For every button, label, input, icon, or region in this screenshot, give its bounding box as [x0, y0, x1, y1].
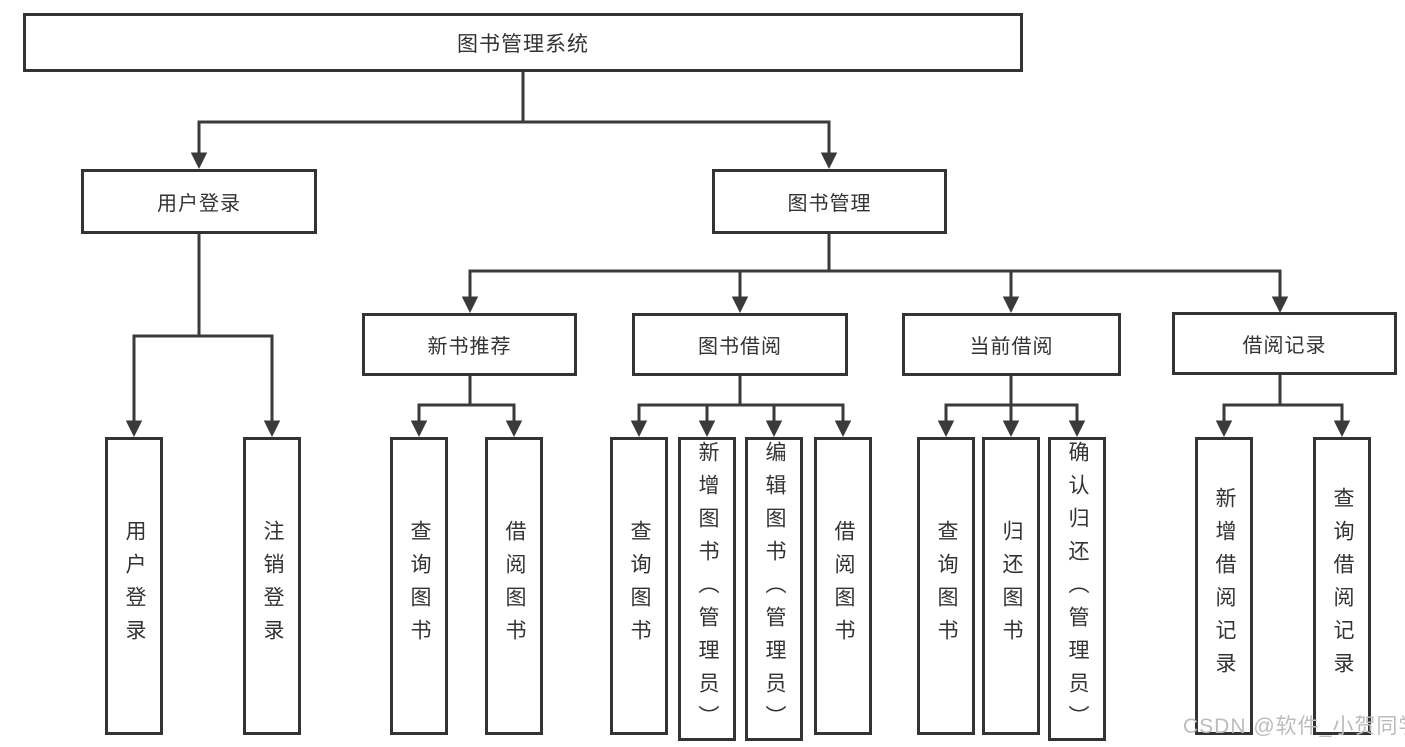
- leaf-logout: 注销登录: [243, 437, 301, 735]
- leaf-br-query-borrow-record: 查询借阅记录: [1313, 437, 1371, 735]
- leaf-br-add-borrow-record: 新增借阅记录: [1195, 437, 1253, 735]
- leaf-bb-query-books: 查询图书: [610, 437, 668, 735]
- leaf-cb-return-books: 归还图书: [982, 437, 1040, 735]
- leaf-cb-confirm-return-admin: 确认归还（管理员）: [1048, 437, 1106, 741]
- watermark: CSDN @软件_小贺同学: [1183, 715, 1405, 738]
- node-new-book-recommend: 新书推荐: [362, 313, 577, 376]
- leaf-cb-query-books: 查询图书: [917, 437, 975, 735]
- leaf-nb-borrow-books: 借阅图书: [485, 437, 543, 735]
- node-book-management: 图书管理: [712, 169, 947, 234]
- leaf-bb-add-books-admin: 新增图书（管理员）: [678, 437, 736, 741]
- leaf-user-login: 用户登录: [105, 437, 163, 735]
- leaf-bb-borrow-books: 借阅图书: [814, 437, 872, 735]
- node-book-borrow: 图书借阅: [632, 313, 848, 376]
- node-root: 图书管理系统: [23, 13, 1023, 72]
- leaf-nb-query-books: 查询图书: [390, 437, 448, 735]
- leaf-bb-edit-books-admin: 编辑图书（管理员）: [745, 437, 803, 741]
- node-user-login: 用户登录: [81, 169, 317, 234]
- node-current-borrow: 当前借阅: [902, 313, 1121, 376]
- node-borrow-records: 借阅记录: [1172, 312, 1397, 375]
